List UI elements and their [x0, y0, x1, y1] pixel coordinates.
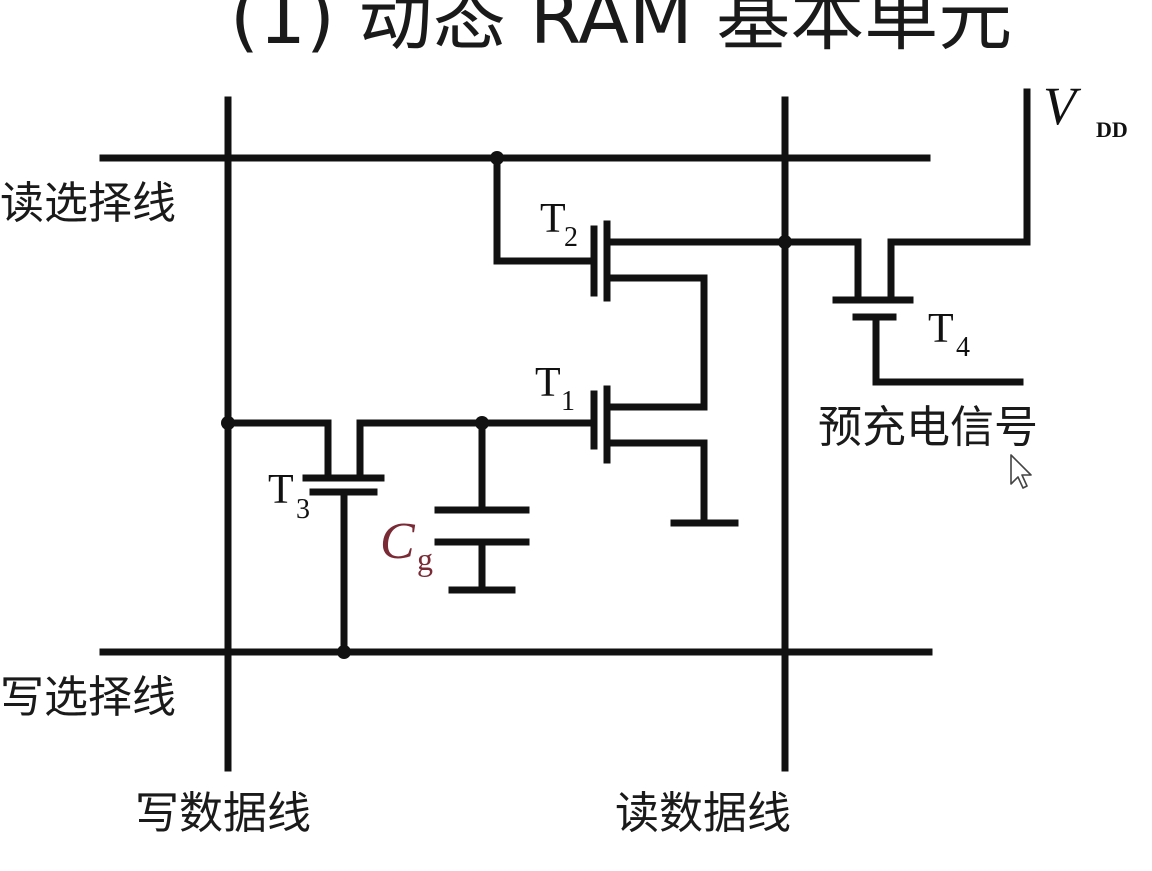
- cg-subscript: g: [417, 541, 433, 577]
- t1-label: T: [535, 360, 561, 406]
- mouse-pointer-icon: [1010, 454, 1032, 489]
- precharge-label: 预充电信号: [818, 402, 1038, 453]
- transistor-t2: [493, 154, 789, 411]
- vdd-label: V: [1043, 76, 1082, 136]
- t4-label: T: [928, 306, 954, 352]
- t3-label: T: [268, 467, 294, 513]
- junction-dot: [475, 416, 489, 430]
- read-select-label: 读选择线: [0, 178, 176, 229]
- read-data-label: 读数据线: [615, 788, 791, 839]
- t1-subscript: 1: [561, 386, 575, 417]
- junction-dot: [221, 416, 235, 430]
- t2-subscript: 2: [564, 222, 578, 253]
- vdd-subscript: DD: [1096, 117, 1128, 142]
- t3-subscript: 3: [296, 494, 310, 525]
- t4-subscript: 4: [956, 332, 970, 363]
- t2-label: T: [540, 196, 566, 242]
- transistor-t1: [590, 385, 739, 527]
- junction-dot: [337, 645, 351, 659]
- transistor-t4: [781, 88, 1031, 386]
- cg-label: C: [380, 513, 416, 570]
- transistor-t3: [302, 419, 385, 656]
- capacitor-cg: [434, 419, 530, 594]
- write-select-label: 写选择线: [0, 672, 176, 723]
- junction-dot: [778, 235, 792, 249]
- write-data-label: 写数据线: [135, 788, 311, 839]
- page-title: (1) 动态 RAM 基本单元: [230, 0, 1013, 61]
- junction-dot: [490, 151, 504, 165]
